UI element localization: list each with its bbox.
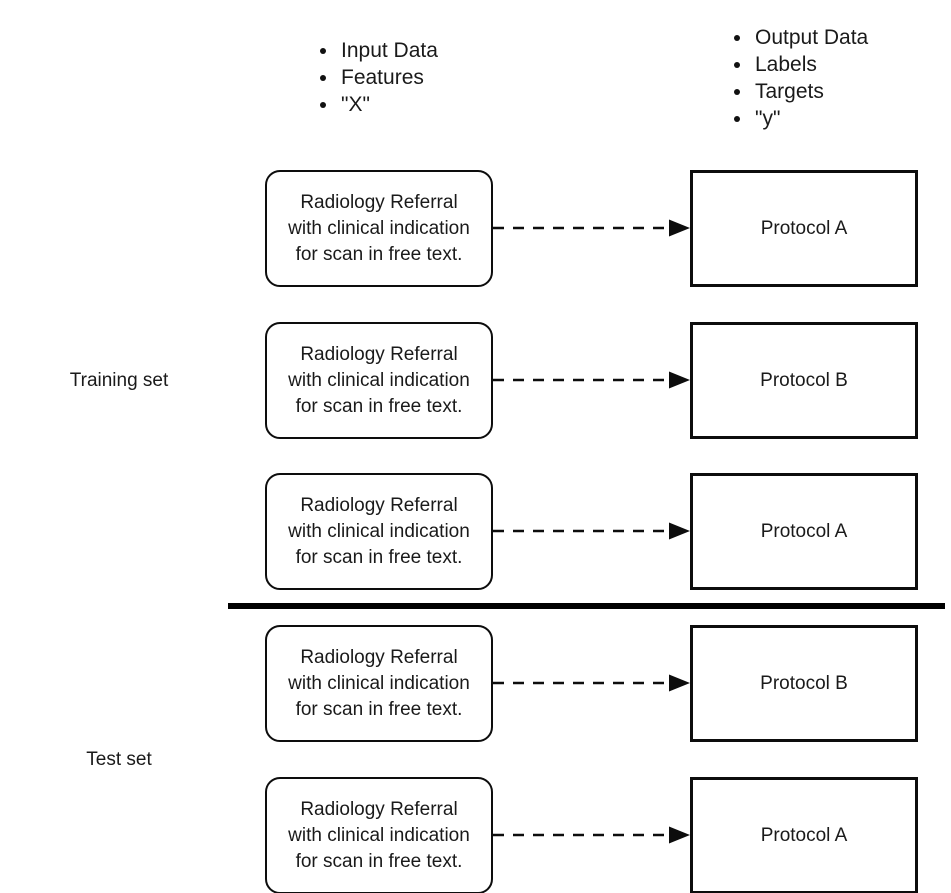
- list-item: Input Data: [319, 37, 438, 64]
- referral-line-2: with clinical indication: [288, 672, 470, 694]
- referral-line-3: for scan in free text.: [295, 546, 463, 568]
- protocol-box: Protocol A: [690, 777, 918, 893]
- diagram-row: Radiology Referral with clinical indicat…: [0, 473, 951, 592]
- protocol-box: Protocol A: [690, 170, 918, 287]
- protocol-label: Protocol B: [760, 369, 848, 391]
- input-list-label: Input Data: [341, 39, 438, 62]
- protocol-label: Protocol A: [760, 824, 848, 846]
- protocol-label: Protocol B: [760, 672, 848, 694]
- referral-box: Radiology Referral with clinical indicat…: [265, 170, 493, 287]
- diagram-row: Radiology Referral with clinical indicat…: [0, 777, 951, 893]
- referral-line-1: Radiology Referral: [300, 646, 458, 668]
- referral-box: Radiology Referral with clinical indicat…: [265, 625, 493, 742]
- dashed-arrow-right-icon: [493, 822, 690, 848]
- diagram-row: Radiology Referral with clinical indicat…: [0, 322, 951, 441]
- input-list-label: Features: [341, 66, 424, 89]
- referral-box: Radiology Referral with clinical indicat…: [265, 322, 493, 439]
- output-list-label: Targets: [755, 80, 824, 103]
- protocol-box: Protocol B: [690, 625, 918, 742]
- list-item: Targets: [733, 78, 868, 105]
- list-item: Labels: [733, 51, 868, 78]
- referral-line-1: Radiology Referral: [300, 343, 458, 365]
- training-set-label: Training set: [69, 370, 169, 391]
- protocol-box: Protocol A: [690, 473, 918, 590]
- referral-line-3: for scan in free text.: [295, 243, 463, 265]
- output-list-label: Output Data: [755, 26, 869, 49]
- referral-line-2: with clinical indication: [288, 217, 470, 239]
- diagram-row: Radiology Referral with clinical indicat…: [0, 170, 951, 289]
- input-list-label: "X": [341, 93, 370, 116]
- referral-box: Radiology Referral with clinical indicat…: [265, 777, 493, 893]
- referral-line-1: Radiology Referral: [300, 494, 458, 516]
- input-data-bullet-list: Input Data Features "X": [319, 37, 438, 118]
- protocol-label: Protocol A: [760, 520, 848, 542]
- referral-line-3: for scan in free text.: [295, 850, 463, 872]
- referral-line-1: Radiology Referral: [300, 191, 458, 213]
- dashed-arrow-right-icon: [493, 367, 690, 393]
- test-set-label: Test set: [86, 749, 152, 770]
- list-item: "X": [319, 91, 438, 118]
- list-item: "y": [733, 105, 868, 132]
- output-list-label: Labels: [755, 53, 817, 76]
- referral-line-2: with clinical indication: [288, 369, 470, 391]
- output-list-label: "y": [755, 107, 781, 130]
- referral-box: Radiology Referral with clinical indicat…: [265, 473, 493, 590]
- output-data-bullet-list: Output Data Labels Targets "y": [733, 24, 868, 132]
- train-test-divider: [228, 603, 945, 609]
- referral-line-1: Radiology Referral: [300, 798, 458, 820]
- dashed-arrow-right-icon: [493, 215, 690, 241]
- dashed-arrow-right-icon: [493, 518, 690, 544]
- referral-line-2: with clinical indication: [288, 520, 470, 542]
- diagram-row: Radiology Referral with clinical indicat…: [0, 625, 951, 744]
- referral-line-3: for scan in free text.: [295, 395, 463, 417]
- dashed-arrow-right-icon: [493, 670, 690, 696]
- protocol-box: Protocol B: [690, 322, 918, 439]
- list-item: Output Data: [733, 24, 868, 51]
- referral-line-2: with clinical indication: [288, 824, 470, 846]
- protocol-label: Protocol A: [760, 217, 848, 239]
- list-item: Features: [319, 64, 438, 91]
- referral-line-3: for scan in free text.: [295, 698, 463, 720]
